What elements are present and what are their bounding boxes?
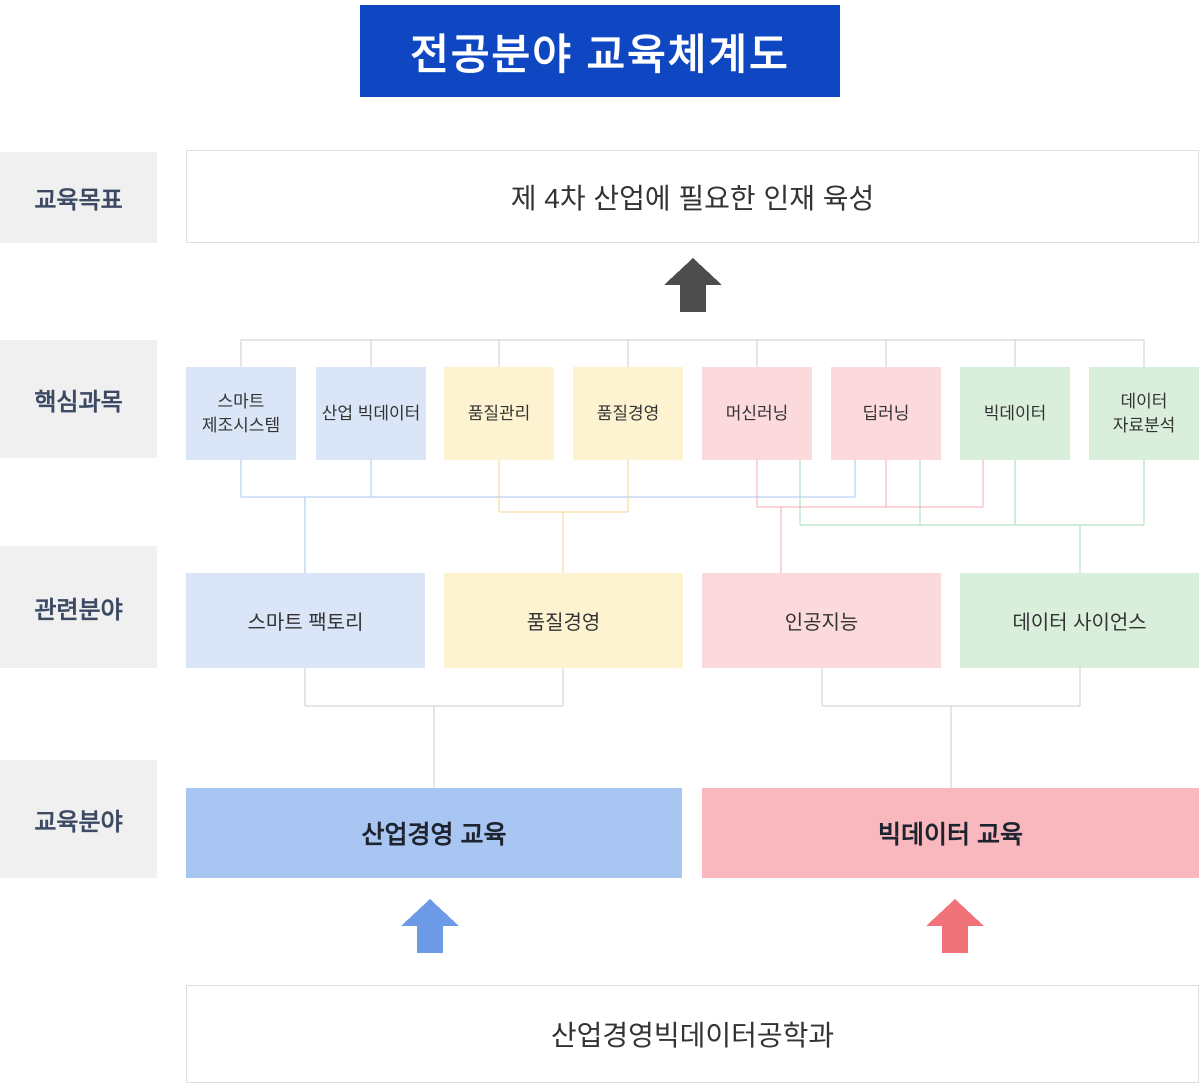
education-field-box: 산업경영 교육 (186, 788, 682, 878)
pink-connectors (756, 460, 984, 574)
up-arrow-red-icon (926, 899, 984, 953)
core-subject-box: 머신러닝 (702, 367, 812, 460)
education-connectors (304, 668, 1081, 788)
department-box: 산업경영빅데이터공학과 (186, 985, 1199, 1083)
core-subject-box: 빅데이터 (960, 367, 1070, 460)
core-subject-box: 데이터 자료분석 (1089, 367, 1199, 460)
core-subject-box: 품질경영 (573, 367, 683, 460)
related-field-box: 스마트 팩토리 (186, 573, 425, 668)
row-label-related-fields: 관련분야 (0, 546, 157, 668)
core-subject-box: 딥러닝 (831, 367, 941, 460)
goal-box: 제 4차 산업에 필요한 인재 육성 (186, 150, 1199, 243)
up-arrow-dark-icon (664, 258, 722, 312)
related-field-box: 데이터 사이언스 (960, 573, 1199, 668)
blue-connectors (240, 460, 856, 574)
row-label-education-fields: 교육분야 (0, 760, 157, 878)
core-subject-box: 품질관리 (444, 367, 554, 460)
related-field-box: 인공지능 (702, 573, 941, 668)
related-field-box: 품질경영 (444, 573, 683, 668)
education-field-box: 빅데이터 교육 (702, 788, 1199, 878)
core-subject-box: 스마트 제조시스템 (186, 367, 296, 460)
green-connectors (799, 460, 1145, 574)
yellow-connectors (498, 460, 629, 574)
core-subject-box: 산업 빅데이터 (316, 367, 426, 460)
row-label-core-subjects: 핵심과목 (0, 340, 157, 458)
row-label-goal: 교육목표 (0, 152, 157, 243)
page-title: 전공분야 교육체계도 (360, 5, 840, 97)
up-arrow-blue-icon (401, 899, 459, 953)
core-top-connectors (240, 339, 1145, 367)
